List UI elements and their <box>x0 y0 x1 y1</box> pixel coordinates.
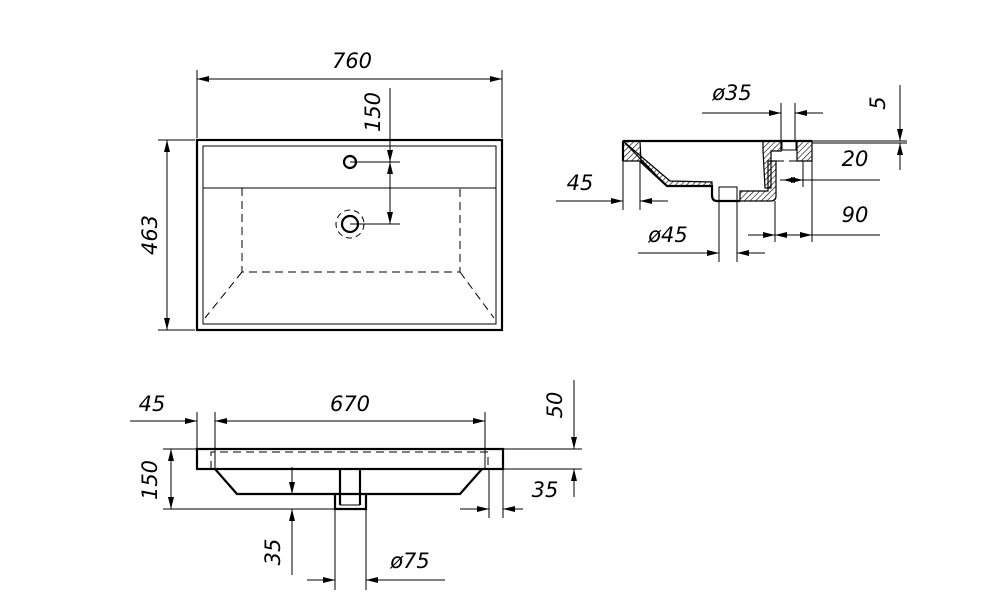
dim-depth: 463 <box>138 215 162 255</box>
dim-drain-height: 35 <box>261 539 285 566</box>
dim-width: 760 <box>332 49 372 73</box>
bowl-slope-edges <box>204 271 495 319</box>
front-rim <box>195 447 505 471</box>
bowl-profile <box>214 468 483 496</box>
dim-rim-thickness: 5 <box>866 96 890 109</box>
tap-hole <box>781 140 797 151</box>
dim-overflow-offset: 20 <box>842 147 869 171</box>
dim-back-offset: 90 <box>842 203 869 227</box>
dim-total-height: 150 <box>138 460 162 500</box>
dim-bowl-width: 670 <box>330 392 370 416</box>
bowl-hidden-edge <box>241 188 461 273</box>
dim-rim-height: 50 <box>543 392 567 419</box>
dim-side-edge: 35 <box>532 478 559 502</box>
rim-hidden-edge <box>210 451 489 469</box>
dim-drain: ø45 <box>647 223 688 247</box>
dim-tap-hole: ø35 <box>711 81 752 105</box>
dim-front-offset: 45 <box>567 171 594 195</box>
drain-outlet <box>718 186 738 202</box>
front-view: 45 670 150 50 35 35 ø75 <box>130 380 582 590</box>
dim-rim-edge: 45 <box>139 392 166 416</box>
top-view: 760 463 150 <box>138 49 504 332</box>
dim-tap-offset: 150 <box>361 92 385 132</box>
side-section-view: ø35 5 20 45 90 ø45 <box>556 81 907 262</box>
basin-outline <box>195 138 504 332</box>
basin-rim <box>202 145 497 325</box>
drain-pipe <box>333 469 368 511</box>
dim-drain-diameter: ø75 <box>389 549 430 573</box>
